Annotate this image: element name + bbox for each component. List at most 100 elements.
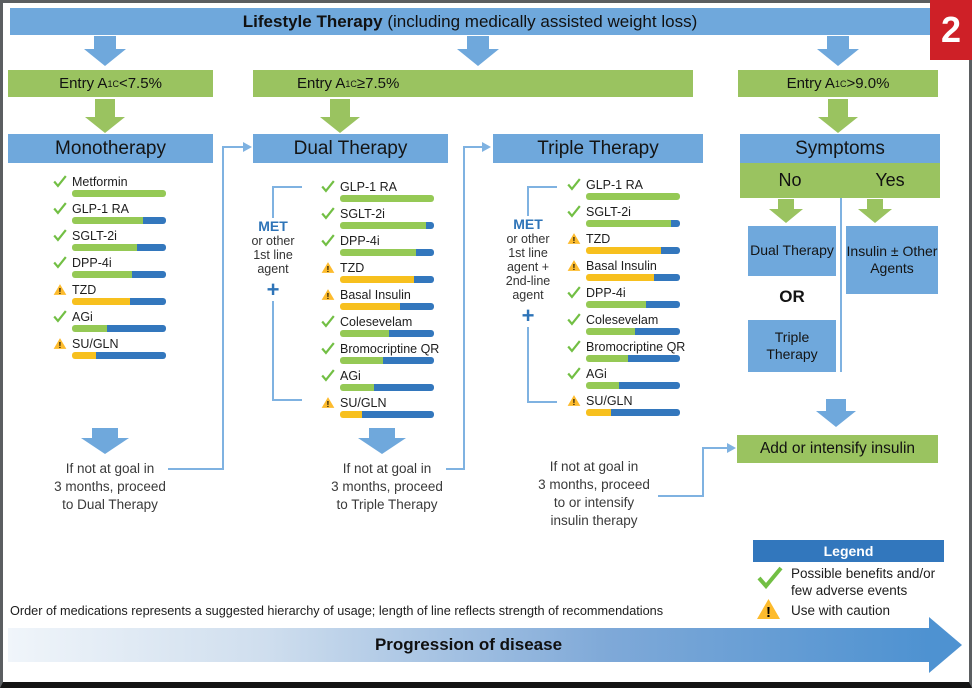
- svg-text:!: !: [766, 604, 771, 620]
- caution-icon: !: [567, 259, 581, 272]
- recommendation-strength-bar: [340, 384, 434, 391]
- med-label: Basal Insulin: [340, 287, 411, 302]
- med-label: DPP-4i: [340, 233, 380, 248]
- lifestyle-therapy-banner: Lifestyle Therapy (including medically a…: [10, 8, 930, 35]
- check-icon: [321, 315, 335, 328]
- caution-icon: !: [53, 337, 67, 350]
- recommendation-strength-bar: [586, 301, 680, 308]
- med-item: Metformin: [53, 175, 166, 202]
- connector-line: [463, 146, 483, 148]
- entry-text: Entry A: [59, 75, 108, 92]
- svg-text:!: !: [573, 398, 576, 407]
- down-arrow-icon: [816, 399, 856, 427]
- caution-icon: !: [321, 261, 335, 274]
- met-label: MET: [258, 218, 288, 234]
- recommendation-strength-bar: [72, 217, 166, 224]
- svg-text:!: !: [573, 263, 576, 272]
- legend-header: Legend: [753, 540, 944, 562]
- med-item: ! Basal Insulin: [321, 288, 439, 315]
- connector-line: [222, 146, 224, 470]
- check-icon: [53, 310, 67, 323]
- down-arrow-icon: [858, 199, 892, 223]
- med-item: !TZD: [321, 261, 439, 288]
- footnote-text: Order of medications represents a sugges…: [10, 604, 664, 618]
- down-arrow-icon: [769, 199, 803, 223]
- med-item: !SU/GLN: [53, 337, 166, 364]
- med-item: !TZD: [53, 283, 166, 310]
- med-item: GLP-1 RA: [53, 202, 166, 229]
- caution-icon: !: [567, 232, 581, 245]
- med-item: Colesevelam: [567, 313, 685, 340]
- med-label: SU/GLN: [586, 393, 633, 408]
- plus-icon: +: [521, 303, 535, 328]
- entry-threshold: ≥7.5%: [356, 75, 400, 92]
- connector-line: [702, 448, 704, 497]
- med-item: AGi: [321, 369, 439, 396]
- recommendation-strength-bar: [72, 271, 166, 278]
- add-intensify-insulin-bar: Add or intensify insulin: [737, 435, 938, 463]
- caution-icon: !: [567, 394, 581, 407]
- down-arrow-icon: [818, 99, 858, 133]
- entry-text: Entry A: [297, 75, 346, 92]
- caution-icon: !: [321, 396, 335, 409]
- recommendation-strength-bar: [586, 193, 680, 200]
- recommendation-strength-bar: [72, 190, 166, 197]
- bracket-line: [272, 186, 302, 188]
- recommendation-strength-bar: [340, 330, 434, 337]
- recommendation-strength-bar: [586, 328, 680, 335]
- med-item: DPP-4i: [567, 286, 685, 313]
- connector-line: [658, 495, 704, 497]
- recommendation-strength-bar: [340, 249, 434, 256]
- med-label: AGi: [340, 368, 361, 383]
- bracket-line: [272, 399, 302, 401]
- check-icon: [321, 342, 335, 355]
- med-label: TZD: [586, 231, 611, 246]
- check-icon: [321, 234, 335, 247]
- med-label: DPP-4i: [586, 285, 626, 300]
- med-label: AGi: [586, 366, 607, 381]
- recommendation-strength-bar: [586, 247, 680, 254]
- recommendation-strength-bar: [72, 325, 166, 332]
- med-label: Colesevelam: [340, 314, 413, 329]
- check-icon: [53, 229, 67, 242]
- med-item: AGi: [53, 310, 166, 337]
- entry-subscript: 1C: [345, 78, 357, 89]
- med-item: SGLT-2i: [321, 207, 439, 234]
- med-label: GLP-1 RA: [72, 201, 129, 216]
- symptoms-no-yes-band: No Yes: [740, 163, 940, 198]
- caution-icon: !: [321, 288, 335, 301]
- symptoms-yes-label: Yes: [875, 170, 905, 190]
- entry-threshold: >9.0%: [846, 75, 890, 92]
- legend-check-label: Possible benefits and/or few adverse eve…: [791, 566, 936, 598]
- recommendation-strength-bar: [72, 244, 166, 251]
- connector-line: [222, 146, 244, 148]
- check-icon: [567, 367, 581, 380]
- no-yes-divider-line: [840, 198, 842, 372]
- med-item: ! TZD: [567, 232, 685, 259]
- connector-line: [446, 468, 465, 470]
- recommendation-strength-bar: [586, 382, 680, 389]
- med-label: AGi: [72, 309, 93, 324]
- connector-line: [702, 447, 728, 449]
- med-label: SGLT-2i: [72, 228, 117, 243]
- monotherapy-header: Monotherapy: [8, 134, 213, 163]
- svg-text:!: !: [327, 265, 330, 274]
- med-item: !Basal Insulin: [567, 259, 685, 286]
- entry-subscript: 1C: [107, 78, 119, 89]
- or-label: OR: [779, 287, 805, 306]
- check-icon: [567, 286, 581, 299]
- dual-therapy-header: Dual Therapy: [253, 134, 448, 163]
- med-label: Bromocriptine QR: [586, 339, 686, 354]
- med-item: DPP-4i: [53, 256, 166, 283]
- recommendation-strength-bar: [72, 298, 166, 305]
- down-arrow-icon: [457, 36, 499, 66]
- med-item: GLP-1 RA: [567, 178, 685, 205]
- check-icon: [757, 566, 783, 594]
- med-label: Colesevelam: [586, 312, 659, 327]
